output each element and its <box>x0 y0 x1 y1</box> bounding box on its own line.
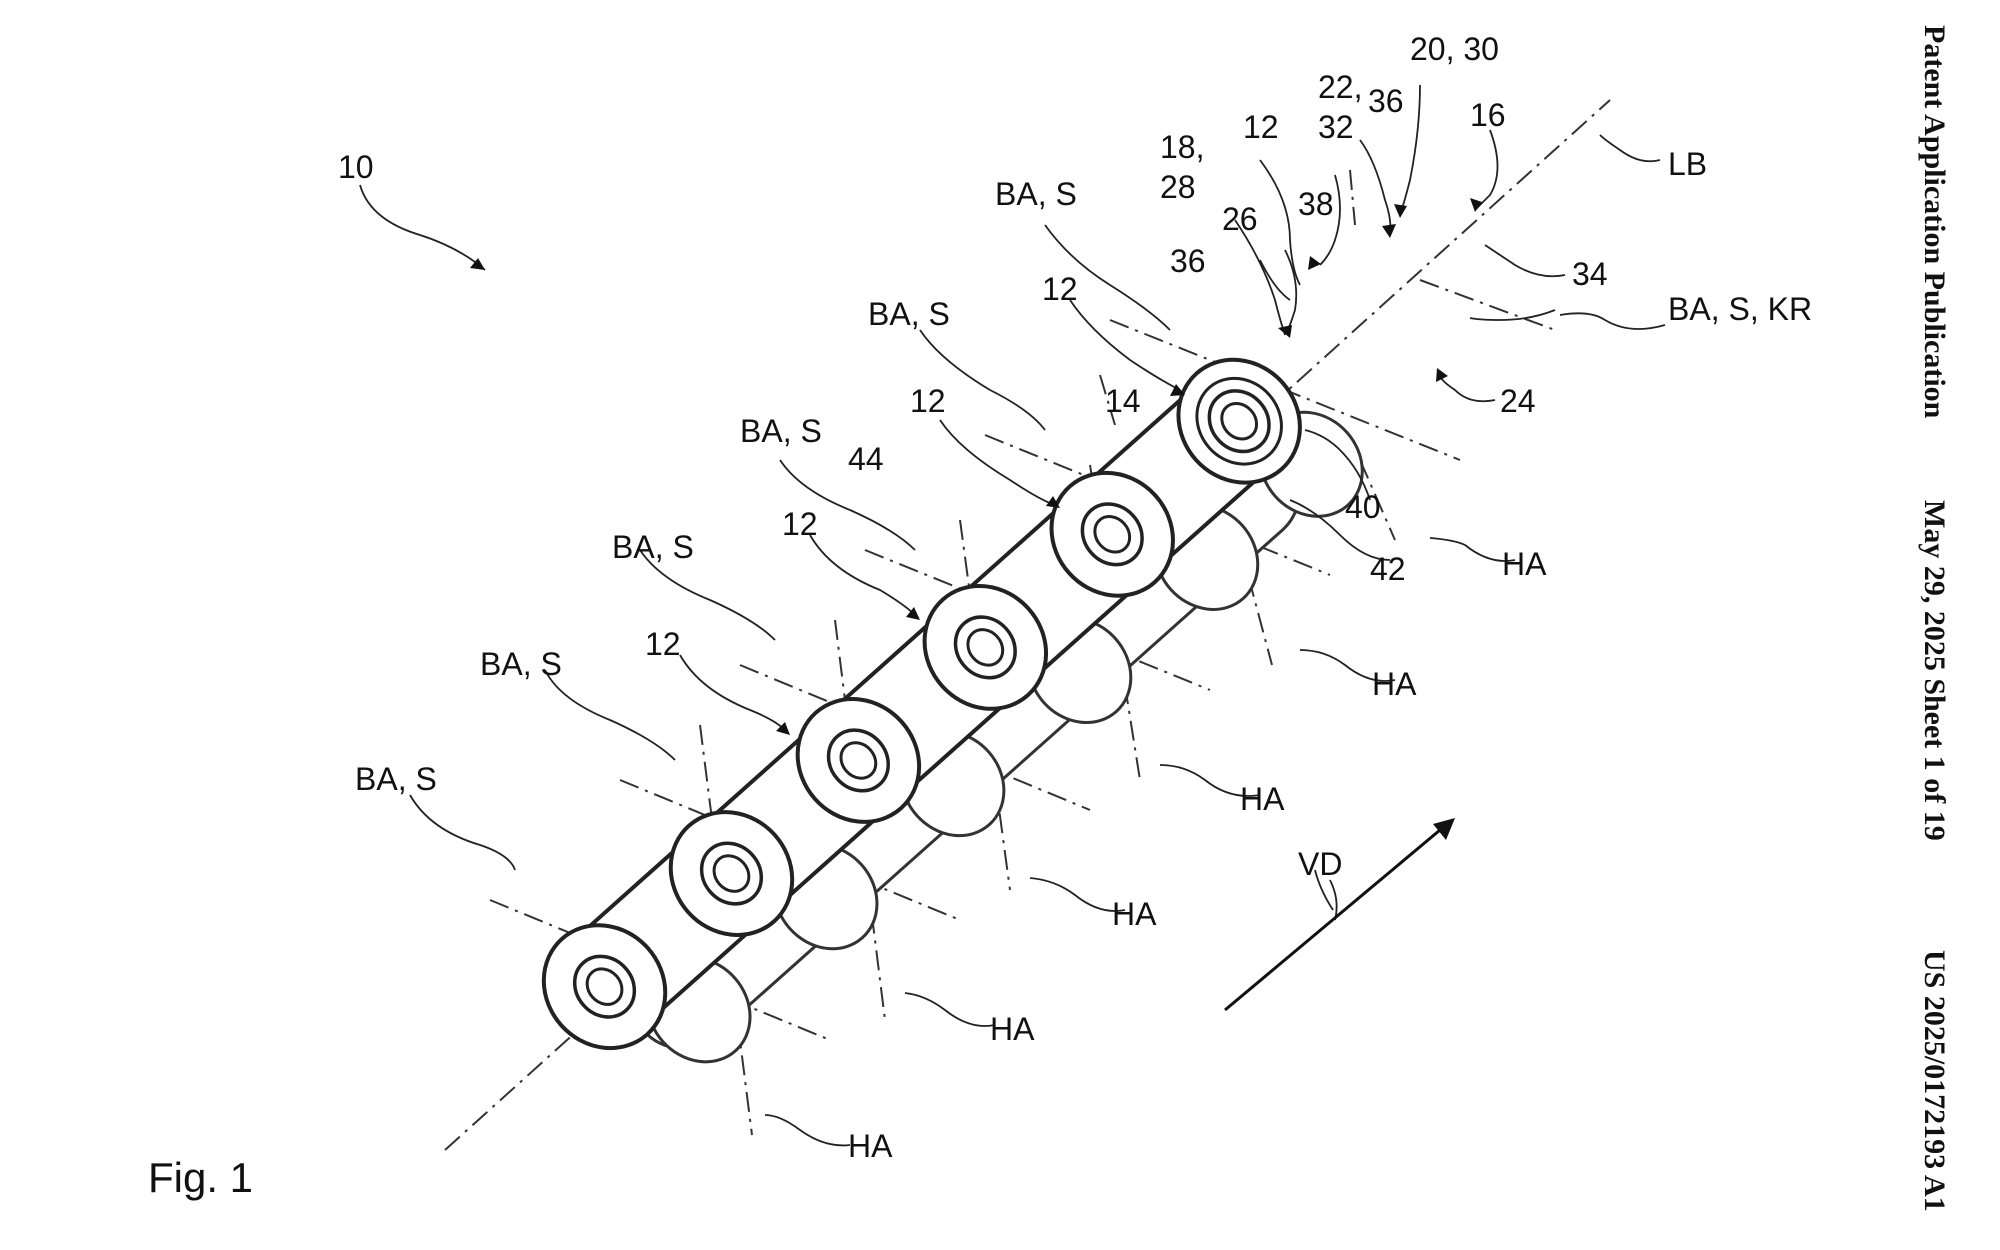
ref-36-top: 36 <box>1368 83 1404 119</box>
ref-ha-1: HA <box>1502 546 1547 582</box>
chain-link-front <box>795 697 922 824</box>
ref-lb: LB <box>1668 146 1707 182</box>
chain-link-front <box>1176 357 1302 485</box>
ref-34: 34 <box>1572 256 1608 292</box>
ref-40: 40 <box>1345 489 1381 525</box>
ref-12-d: 12 <box>782 506 818 542</box>
leader-lines <box>359 84 1666 1147</box>
reference-labels: 10 20, 30 16 22, 32 36 12 18, 28 38 26 3… <box>338 31 1812 1164</box>
leader-arrowheads <box>470 198 1482 735</box>
ref-10: 10 <box>338 149 374 185</box>
figure-caption: Fig. 1 <box>148 1154 253 1201</box>
ref-ha-6: HA <box>848 1128 893 1164</box>
chain-link-front <box>1049 470 1175 598</box>
header-date-sheet: May 29, 2025 Sheet 1 of 19 <box>1918 500 1951 841</box>
ref-12-b: 12 <box>1042 271 1078 307</box>
ref-ba-s-3: BA, S <box>740 413 822 449</box>
ref-36-mid: 36 <box>1170 243 1206 279</box>
ref-ha-5: HA <box>990 1011 1035 1047</box>
header-title: Patent Application Publication <box>1918 25 1951 419</box>
ref-12-top: 12 <box>1243 109 1279 145</box>
ref-ba-s-5: BA, S <box>480 646 562 682</box>
ref-16: 16 <box>1470 97 1506 133</box>
chain-link-front <box>668 810 795 937</box>
ref-12-c: 12 <box>910 383 946 419</box>
chain-back-plates <box>630 410 1364 1064</box>
ref-26: 26 <box>1222 201 1258 237</box>
ref-14: 14 <box>1105 383 1141 419</box>
ref-32: 32 <box>1318 109 1354 145</box>
chain-link-front <box>922 583 1049 711</box>
roller-chain <box>541 357 1364 1064</box>
ref-vd: VD <box>1298 846 1342 882</box>
ref-ba-s-4: BA, S <box>612 529 694 565</box>
chain-link-front <box>541 923 668 1051</box>
direction-arrow-vd <box>1224 818 1455 1012</box>
ref-18: 18, <box>1160 129 1204 165</box>
ref-24: 24 <box>1500 383 1536 419</box>
ref-ba-s-2: BA, S <box>868 296 950 332</box>
ref-38: 38 <box>1298 186 1334 222</box>
ref-22: 22, <box>1318 69 1362 105</box>
header-publication-number: US 2025/0172193 A1 <box>1918 950 1951 1212</box>
ref-ba-s-kr: BA, S, KR <box>1668 291 1812 327</box>
ref-12-e: 12 <box>645 626 681 662</box>
patent-header: Patent Application Publication May 29, 2… <box>1918 25 1951 1212</box>
ref-ha-2: HA <box>1372 666 1417 702</box>
ref-42: 42 <box>1370 551 1406 587</box>
ref-ha-3: HA <box>1240 781 1285 817</box>
ref-ha-4: HA <box>1112 896 1157 932</box>
ref-44: 44 <box>848 441 884 477</box>
ref-20-30: 20, 30 <box>1410 31 1499 67</box>
ref-ba-s-6: BA, S <box>355 761 437 797</box>
ref-28: 28 <box>1160 169 1196 205</box>
ref-ba-s-1: BA, S <box>995 176 1077 212</box>
